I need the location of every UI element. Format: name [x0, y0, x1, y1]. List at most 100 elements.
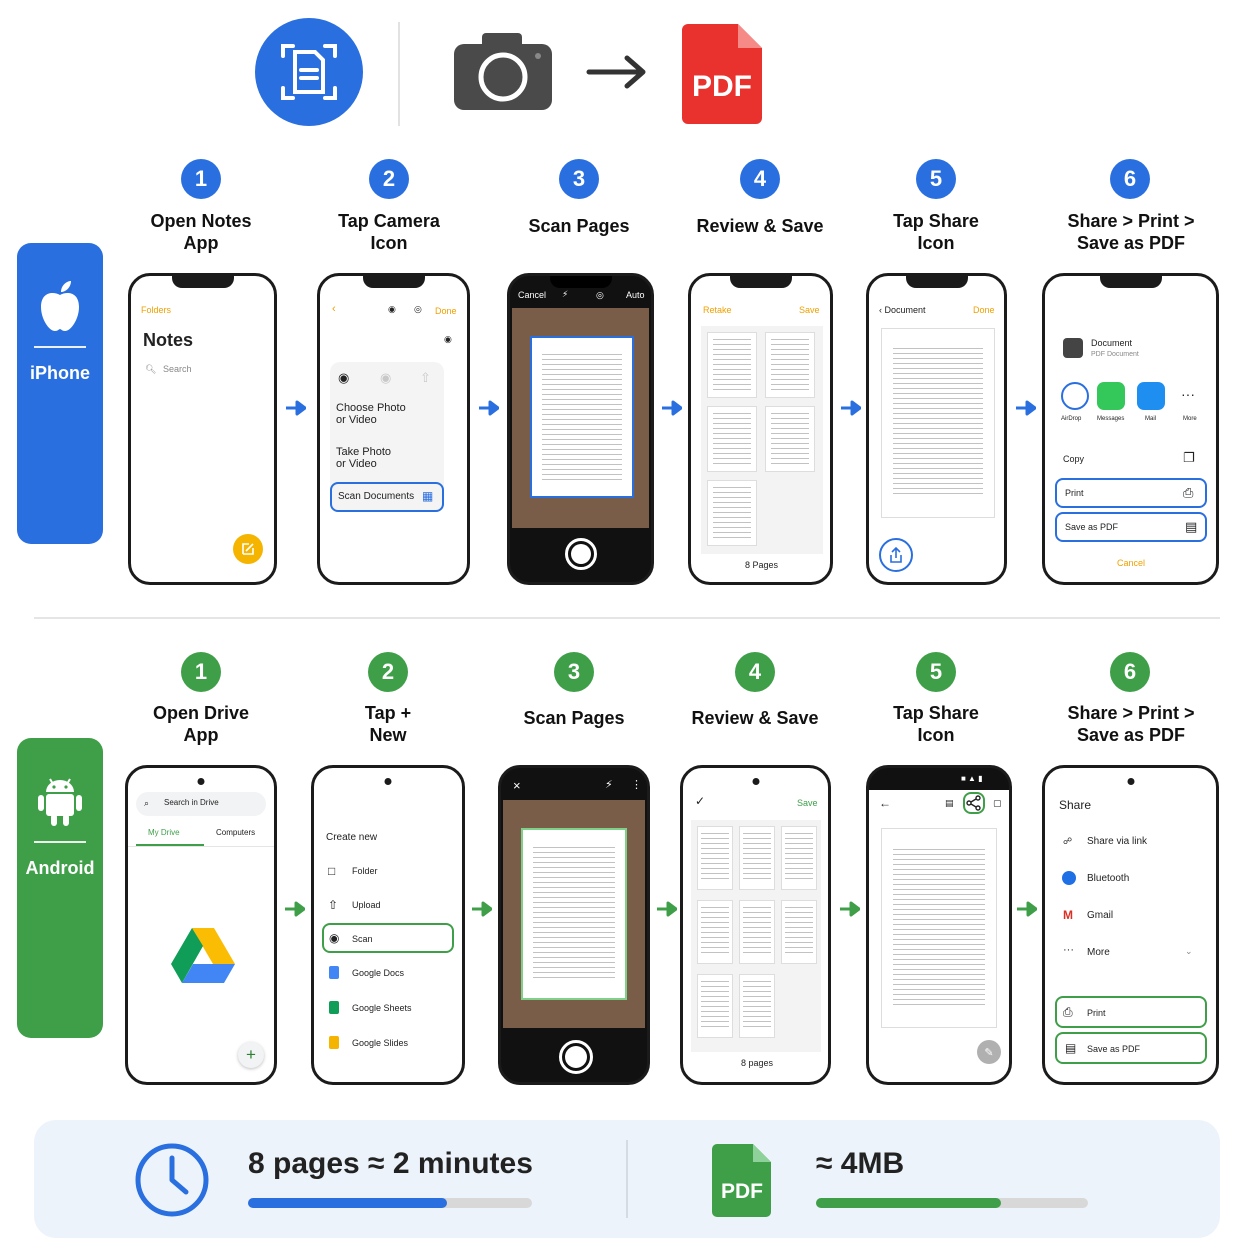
scanned-page-thumb[interactable]: [739, 974, 775, 1038]
time-progress-fill: [248, 1198, 447, 1208]
printer-icon: ⎙: [1063, 1005, 1073, 1019]
more-item[interactable]: More: [1087, 947, 1110, 958]
markup-icon[interactable]: ◎: [414, 304, 422, 314]
apple-logo-icon: [17, 279, 103, 333]
drive-search-bar[interactable]: ⌕ Search in Drive: [136, 792, 266, 816]
tab-my-drive[interactable]: My Drive: [148, 828, 180, 837]
more-vert-icon[interactable]: ⋮: [631, 779, 642, 791]
camera-icon: ◉: [329, 931, 340, 945]
android-step-1-number: 1: [181, 652, 221, 692]
app-label-more: More: [1183, 416, 1197, 422]
ios-document-screen: ‹ Document Done: [866, 273, 1007, 585]
copy-action[interactable]: Copy: [1063, 454, 1085, 464]
filter-icon[interactable]: ◎: [596, 290, 604, 300]
summary-divider: [626, 1140, 628, 1218]
android-step-6-number: 6: [1110, 652, 1150, 692]
review-save-button[interactable]: Save: [799, 305, 820, 315]
share-via-link-item[interactable]: Share via link: [1087, 836, 1148, 847]
upload-item[interactable]: Upload: [352, 900, 381, 910]
back-arrow-icon[interactable]: ←: [879, 796, 891, 810]
expand-icon[interactable]: ⌄: [1185, 946, 1193, 956]
save-as-pdf-action[interactable]: Save as PDF ▤: [1055, 512, 1207, 542]
google-slides-item[interactable]: Google Slides: [352, 1038, 409, 1048]
scanned-page-thumb[interactable]: [697, 826, 733, 890]
tab-computers[interactable]: Computers: [216, 828, 256, 837]
flash-icon[interactable]: ⚡︎: [605, 779, 613, 791]
pdf-file-icon: PDF: [680, 22, 764, 131]
share-cancel-button[interactable]: Cancel: [1117, 558, 1146, 568]
page-count: 8 pages: [741, 1058, 774, 1068]
auto-capture-toggle[interactable]: Auto: [626, 290, 645, 300]
messages-icon[interactable]: [1097, 382, 1125, 410]
scanner-cancel-button[interactable]: Cancel: [518, 290, 547, 300]
document-done-button[interactable]: Done: [973, 305, 995, 315]
android-step-2-title: Tap +New: [364, 703, 412, 745]
android-badge-rule: [34, 841, 86, 843]
review-save-button[interactable]: Save: [797, 798, 818, 808]
camera-toolbar-icon[interactable]: ◉: [388, 304, 396, 314]
take-photo-item[interactable]: Take Photo or Video: [336, 446, 392, 470]
document-scanner-logo: [255, 18, 363, 126]
scanned-page-thumb[interactable]: [781, 826, 817, 890]
airdrop-icon[interactable]: [1061, 382, 1089, 410]
ios-step-3-title: Scan Pages: [528, 216, 630, 236]
more-options-icon[interactable]: ◉: [444, 334, 452, 344]
android-flow-arrow-2: [472, 901, 492, 917]
print-toolbar-icon[interactable]: ▤: [945, 798, 954, 808]
scanned-page-thumb[interactable]: [739, 826, 775, 890]
scanned-page-thumb[interactable]: [697, 974, 733, 1038]
document-preview: [881, 328, 995, 518]
choose-photo-item[interactable]: Choose Photo or Video: [336, 402, 406, 426]
bluetooth-item[interactable]: Bluetooth: [1087, 873, 1130, 884]
notes-title: Notes: [143, 330, 194, 350]
ios-step-5-number: 5: [916, 159, 956, 199]
shutter-button[interactable]: [559, 1040, 593, 1074]
scanned-page-thumb[interactable]: [697, 900, 733, 964]
clock-icon: [135, 1143, 209, 1217]
scanned-page-thumb[interactable]: [765, 406, 815, 472]
google-docs-item[interactable]: Google Docs: [352, 968, 405, 978]
flash-icon[interactable]: ⚡︎: [562, 289, 569, 299]
create-folder-item[interactable]: Folder: [352, 866, 378, 876]
done-button[interactable]: Done: [435, 306, 457, 316]
shutter-button[interactable]: [565, 538, 597, 570]
iphone-label: iPhone: [29, 363, 90, 383]
edit-fab-button[interactable]: ✎: [977, 1040, 1001, 1064]
android-flow-arrow-4: [840, 901, 860, 917]
gmail-item[interactable]: Gmail: [1087, 910, 1114, 921]
document-thumb-icon: [1063, 338, 1083, 358]
print-action[interactable]: ⎙ Print: [1055, 996, 1207, 1028]
scanned-page-thumb[interactable]: [707, 480, 757, 546]
mail-icon[interactable]: [1137, 382, 1165, 410]
app-label-messages: Messages: [1097, 416, 1125, 422]
more-dots-icon[interactable]: ···: [1181, 386, 1195, 402]
document-back-link[interactable]: ‹ Document: [879, 305, 926, 315]
scanned-page-thumb[interactable]: [765, 332, 815, 398]
ios-flow-arrow-3: [662, 400, 682, 416]
new-fab-button[interactable]: +: [238, 1042, 264, 1068]
close-icon[interactable]: ×: [513, 778, 521, 793]
folders-back-link[interactable]: Folders: [141, 305, 172, 315]
scan-documents-item[interactable]: Scan Documents ▦: [330, 482, 444, 512]
print-action[interactable]: Print ⎙: [1055, 478, 1207, 508]
google-sheets-item[interactable]: Google Sheets: [352, 1003, 412, 1013]
check-icon[interactable]: ✓: [695, 794, 706, 808]
scan-documents-icon: ▦: [422, 489, 434, 503]
scanned-page-thumb[interactable]: [707, 406, 757, 472]
scanned-page-thumb[interactable]: [707, 332, 757, 398]
scan-item[interactable]: ◉ Scan: [322, 923, 454, 953]
back-chevron-icon[interactable]: ‹: [332, 303, 336, 315]
delete-icon[interactable]: ▢: [993, 798, 1002, 808]
share-button[interactable]: [879, 538, 913, 572]
android-flow-arrow-5: [1017, 901, 1037, 917]
save-as-pdf-action[interactable]: ▤ Save as PDF: [1055, 1032, 1207, 1064]
compose-note-button[interactable]: [233, 534, 263, 564]
scanned-page-thumb[interactable]: [739, 900, 775, 964]
share-icon: [890, 546, 902, 563]
share-button[interactable]: [963, 792, 985, 814]
scanned-page-thumb[interactable]: [781, 900, 817, 964]
ios-step-4-number: 4: [740, 159, 780, 199]
retake-button[interactable]: Retake: [703, 305, 732, 315]
notes-search-field[interactable]: Search: [163, 364, 192, 374]
